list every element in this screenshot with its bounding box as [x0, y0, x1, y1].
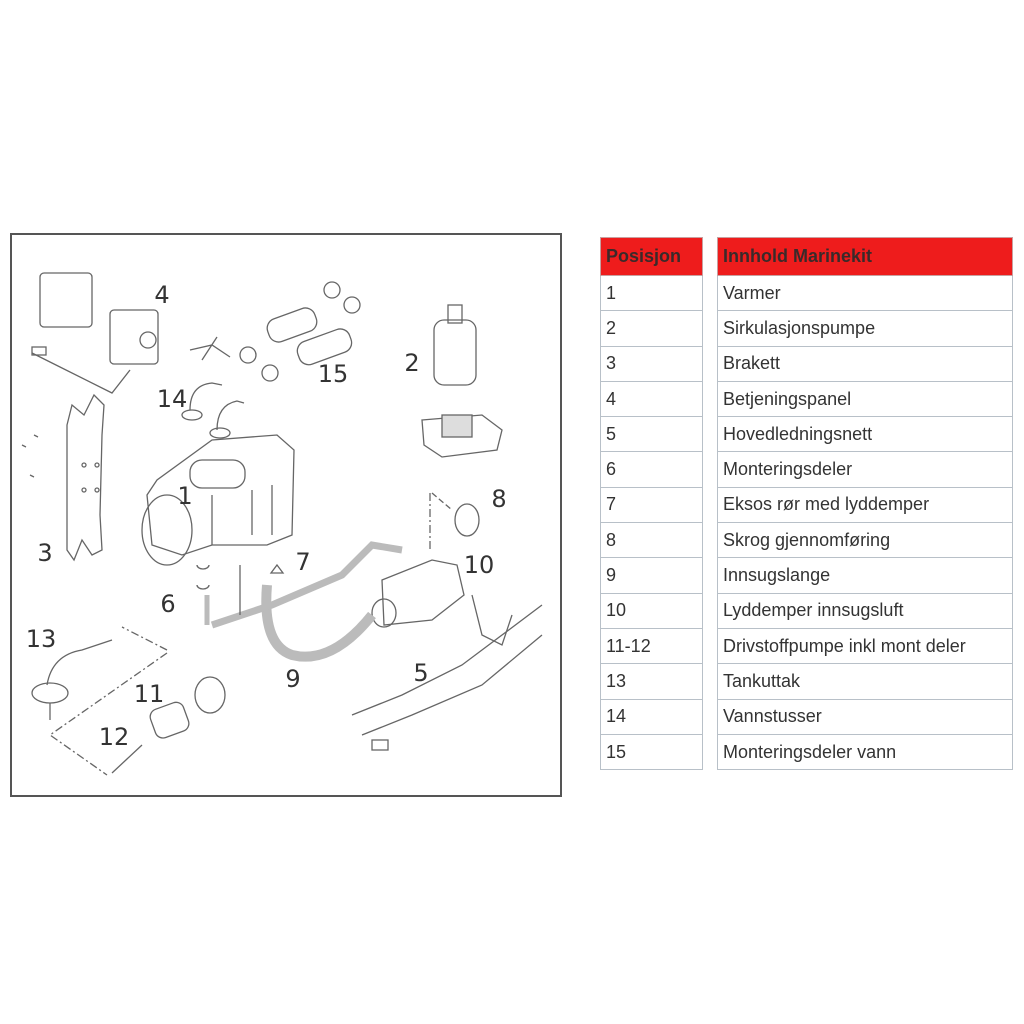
item-cell: Monteringsdeler vann [717, 733, 1013, 771]
water-elbow-part [181, 382, 245, 439]
label-3: 3 [37, 539, 53, 567]
exhaust-part [239, 563, 285, 615]
table-row: 9 [600, 557, 703, 594]
position-cell: 1 [600, 274, 703, 312]
table-row: 6 [600, 451, 703, 488]
item-cell: Lyddemper innsugsluft [717, 592, 1013, 629]
item-cell: Monteringsdeler [717, 451, 1013, 488]
item-cell: Drivstoffpumpe inkl mont deler [717, 627, 1013, 665]
item-cell: Varmer [717, 274, 1013, 312]
item-cell: Tankuttak [717, 663, 1013, 700]
table-row: Vannstusser [717, 698, 1013, 735]
table-row: 13 [600, 663, 703, 700]
position-cell: 5 [600, 416, 703, 453]
table-row: Hovedledningsnett [717, 416, 1013, 453]
heater-part [141, 434, 295, 566]
position-cell: 6 [600, 451, 703, 488]
item-cell: Innsugslange [717, 557, 1013, 594]
label-5: 5 [413, 659, 429, 687]
table-row: Innsugslange [717, 557, 1013, 594]
position-cell: 7 [600, 486, 703, 524]
table-row: Betjeningspanel [717, 380, 1013, 418]
intake-silencer-part [371, 559, 465, 628]
mounting-parts [196, 564, 210, 590]
table-row: Lyddemper innsugsluft [717, 592, 1013, 629]
item-cell: Skrog gjennomføring [717, 522, 1013, 559]
label-4: 4 [154, 281, 170, 309]
table-row: 7 [600, 486, 703, 524]
position-cell: 13 [600, 663, 703, 700]
label-8: 8 [491, 485, 507, 513]
hull-fitting-part [429, 492, 480, 550]
table-row: Monteringsdeler [717, 451, 1013, 488]
position-cell: 9 [600, 557, 703, 594]
control-panel-part [31, 272, 159, 394]
table-row: Drivstoffpumpe inkl mont deler [717, 627, 1013, 665]
label-12: 12 [98, 723, 130, 751]
label-7: 7 [295, 548, 311, 576]
table-row: 4 [600, 380, 703, 418]
item-cell: Betjeningspanel [717, 380, 1013, 418]
label-1: 1 [177, 482, 193, 510]
parts-diagram: 1 2 3 4 5 6 7 8 9 10 11 12 13 14 15 [10, 233, 562, 797]
wiring-harness-part [351, 594, 543, 751]
position-cell: 4 [600, 380, 703, 418]
label-14: 14 [156, 385, 188, 413]
table-row: 8 [600, 522, 703, 559]
position-cell: 8 [600, 522, 703, 559]
table-row: 14 [600, 698, 703, 735]
table-row: Monteringsdeler vann [717, 733, 1013, 771]
position-cell: 2 [600, 310, 703, 347]
item-cell: Sirkulasjonspumpe [717, 310, 1013, 347]
label-13: 13 [25, 625, 57, 653]
table-row: Tankuttak [717, 663, 1013, 700]
position-cell: 14 [600, 698, 703, 735]
item-cell: Vannstusser [717, 698, 1013, 735]
fuel-pump-part [111, 676, 226, 774]
intake-hose-part [204, 541, 403, 662]
position-cell: 3 [600, 345, 703, 382]
exploded-view-drawing [21, 272, 543, 776]
table-row: Sirkulasjonspumpe [717, 310, 1013, 347]
label-9: 9 [285, 665, 301, 693]
position-cell: 10 [600, 592, 703, 629]
position-cell: 15 [600, 733, 703, 771]
label-15: 15 [317, 360, 349, 388]
item-cell: Brakett [717, 345, 1013, 382]
table-row: 2 [600, 310, 703, 347]
table-row: 10 [600, 592, 703, 629]
table-row: Brakett [717, 345, 1013, 382]
item-cell: Eksos rør med lyddemper [717, 486, 1013, 524]
table-row: 11-12 [600, 627, 703, 665]
position-cell: 11-12 [600, 627, 703, 665]
table-row: 15 [600, 733, 703, 771]
label-10: 10 [463, 551, 495, 579]
label-6: 6 [160, 590, 176, 618]
table-row: 3 [600, 345, 703, 382]
position-header: Posisjon [600, 237, 703, 276]
table-row: Eksos rør med lyddemper [717, 486, 1013, 524]
contents-header: Innhold Marinekit [717, 237, 1013, 276]
circulation-pump-part [421, 304, 503, 458]
label-11: 11 [133, 680, 165, 708]
table-row: Varmer [717, 274, 1013, 312]
table-row: Skrog gjennomføring [717, 522, 1013, 559]
tank-pickup-part [31, 626, 168, 776]
table-row: 5 [600, 416, 703, 453]
item-cell: Hovedledningsnett [717, 416, 1013, 453]
bracket-part [21, 393, 105, 562]
table-row: 1 [600, 274, 703, 312]
label-2: 2 [404, 349, 420, 377]
water-fittings-part [189, 281, 361, 382]
